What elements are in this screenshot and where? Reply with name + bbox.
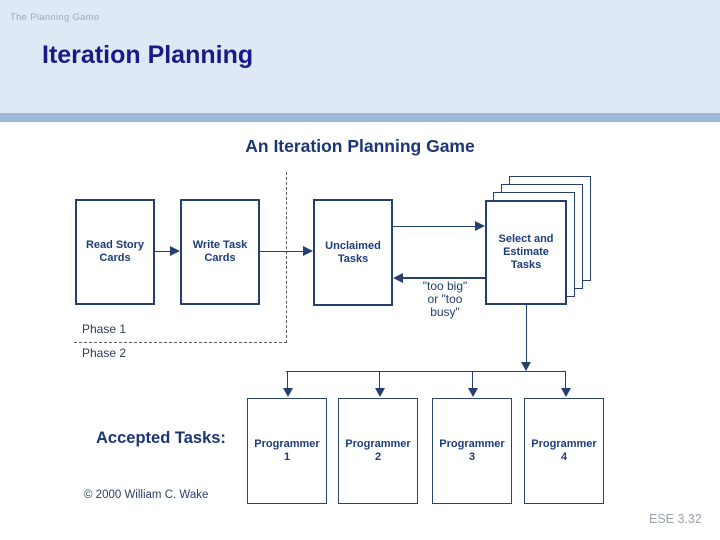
- programmer-2-box: Programmer 2: [338, 398, 418, 504]
- write-task-cards-label: Write Task Cards: [192, 239, 248, 264]
- programmer-3-label: Programmer 3: [439, 438, 505, 463]
- diagram-title: An Iteration Planning Game: [245, 136, 475, 156]
- arrow-write-to-unclaimed-head: [303, 246, 313, 256]
- too-big-too-busy-label: "too big" or "too busy": [422, 279, 468, 319]
- arrow-select-to-unclaimed-head: [393, 272, 403, 283]
- read-story-cards-label: Read Story Cards: [85, 239, 145, 264]
- programmer-4-label: Programmer 4: [531, 438, 597, 463]
- slide-header-band: [0, 0, 720, 113]
- programmer-1-box: Programmer 1: [247, 398, 327, 504]
- select-estimate-tasks-box: Select and Estimate Tasks: [485, 200, 567, 305]
- arrow-unclaimed-to-select-line: [393, 225, 477, 227]
- page-title: Iteration Planning: [42, 41, 254, 69]
- programmer-2-label: Programmer 2: [345, 438, 411, 463]
- select-estimate-tasks-label: Select and Estimate Tasks: [498, 233, 554, 271]
- phase-1-label: Phase 1: [82, 322, 127, 336]
- arrow-read-to-write-line: [155, 250, 173, 252]
- branch-arrowhead-2: [374, 388, 385, 397]
- branch-arrowhead-3: [467, 388, 478, 397]
- phase-divider-horizontal-dashed-line: [74, 342, 287, 343]
- copyright-text: © 2000 William C. Wake: [84, 489, 209, 501]
- unclaimed-tasks-box: Unclaimed Tasks: [313, 199, 393, 306]
- branch-line-1: [286, 371, 288, 389]
- branch-arrowhead-4: [560, 388, 571, 397]
- phase-divider-vertical-dashed-line: [286, 172, 287, 343]
- programmer-3-box: Programmer 3: [432, 398, 512, 504]
- arrow-unclaimed-to-select-head: [475, 221, 485, 231]
- slide-number: ESE 3.32: [649, 512, 702, 526]
- distribution-line: [286, 370, 566, 372]
- branch-line-4: [564, 371, 566, 389]
- programmer-4-box: Programmer 4: [524, 398, 604, 504]
- arrow-select-to-unclaimed-line: [402, 277, 485, 279]
- breadcrumb: The Planning Game: [10, 12, 100, 23]
- accent-bar: [0, 113, 720, 122]
- branch-arrowhead-1: [282, 388, 293, 397]
- accepted-tasks-label: Accepted Tasks:: [96, 429, 226, 447]
- arrow-write-to-unclaimed-line: [260, 250, 305, 252]
- branch-line-3: [471, 371, 473, 389]
- programmer-1-label: Programmer 1: [254, 438, 320, 463]
- arrow-select-down-head: [521, 362, 531, 371]
- unclaimed-tasks-label: Unclaimed Tasks: [325, 239, 381, 265]
- write-task-cards-box: Write Task Cards: [180, 199, 260, 305]
- arrow-select-down-line: [525, 305, 527, 363]
- branch-line-2: [378, 371, 380, 389]
- phase-2-label: Phase 2: [82, 346, 127, 360]
- read-story-cards-box: Read Story Cards: [75, 199, 155, 305]
- arrow-read-to-write-head: [170, 246, 180, 256]
